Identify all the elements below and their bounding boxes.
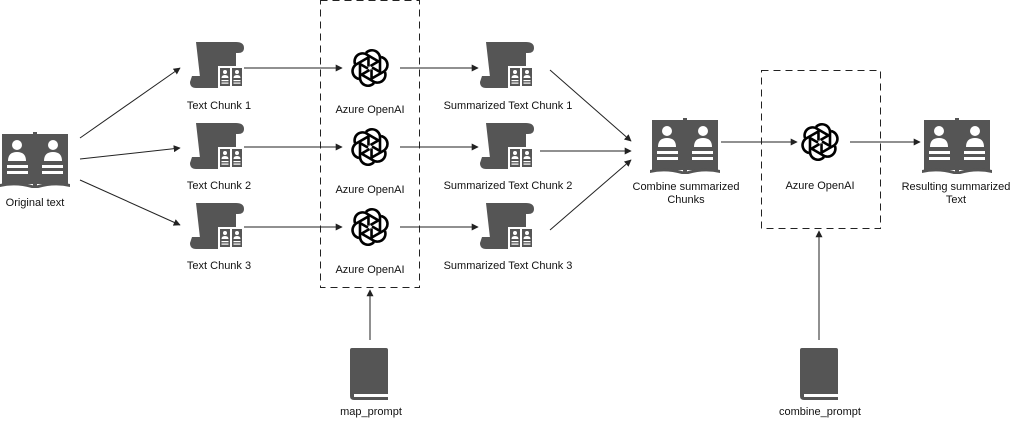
chunk1-label: Text Chunk 1 (186, 100, 252, 112)
result-label: Resulting summarized Text (901, 181, 1011, 206)
summary1-label: Summarized Text Chunk 1 (443, 100, 573, 112)
result-open-book-icon (922, 118, 992, 174)
map-prompt-label: map_prompt (340, 406, 402, 418)
chunk3-label: Text Chunk 3 (186, 260, 252, 272)
combined-open-book-icon (650, 118, 720, 174)
original-text-label: Original text (5, 197, 65, 209)
openai1-logo-icon (350, 50, 391, 85)
openai-combine-label: Azure OpenAI (785, 180, 855, 192)
openai-combine-logo-icon (800, 124, 841, 159)
original-text-open-book-icon (0, 132, 70, 188)
openai3-label: Azure OpenAI (335, 264, 405, 276)
summary1-scroll-book-icon (480, 42, 534, 88)
arrow-summary1-to-combined (549, 69, 632, 142)
summary3-label: Summarized Text Chunk 3 (443, 260, 573, 272)
combine-openai-group-box (761, 70, 881, 229)
summary2-label: Summarized Text Chunk 2 (443, 180, 573, 192)
openai1-label: Azure OpenAI (335, 104, 405, 116)
arrow-original-to-chunk3 (79, 179, 181, 226)
chunk2-scroll-book-icon (190, 123, 244, 169)
combine-prompt-label: combine_prompt (779, 406, 861, 418)
arrow-summary3-to-combined (549, 159, 632, 231)
arrow-original-to-chunk2 (79, 145, 181, 160)
arrow-original-to-chunk1 (79, 67, 181, 139)
map-prompt-closed-book-icon (350, 348, 388, 400)
chunk2-label: Text Chunk 2 (186, 180, 252, 192)
combined-label: Combine summarized Chunks (632, 181, 740, 206)
summary3-scroll-book-icon (480, 203, 534, 249)
chunk1-scroll-book-icon (190, 42, 244, 88)
combine-prompt-closed-book-icon (800, 348, 838, 400)
summary2-scroll-book-icon (480, 123, 534, 169)
openai2-label: Azure OpenAI (335, 184, 405, 196)
chunk3-scroll-book-icon (190, 203, 244, 249)
openai3-logo-icon (350, 209, 391, 244)
map-openai-group-box (320, 0, 420, 288)
openai2-logo-icon (350, 129, 391, 164)
